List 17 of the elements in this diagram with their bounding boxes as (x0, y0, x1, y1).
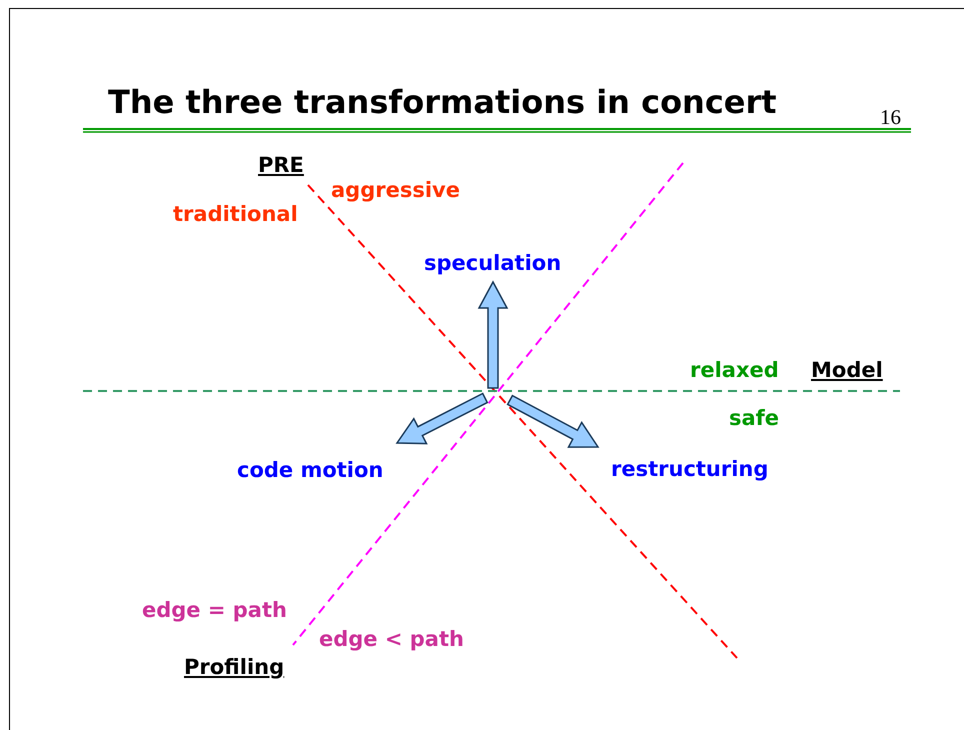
axis-title: Model (811, 357, 883, 384)
transformation-label: restructuring (611, 454, 768, 486)
axis-title: PRE (258, 152, 304, 179)
axis-label: safe (729, 405, 780, 432)
slide-title: The three transformations in concert (108, 82, 777, 123)
axis-label: edge = path (142, 597, 287, 624)
axis-label: aggressive (331, 177, 460, 204)
block-arrow (478, 280, 508, 389)
block-arrow (396, 392, 488, 444)
transformation-label: code motion (237, 455, 384, 486)
block-arrow (506, 394, 600, 448)
axis-title: Profiling (184, 654, 284, 681)
axis-label: relaxed (690, 357, 779, 384)
transformation-label: speculation (424, 248, 562, 280)
axis-label: edge < path (319, 626, 464, 653)
axis-label: traditional (173, 201, 298, 228)
page-number: 16 (880, 104, 901, 131)
